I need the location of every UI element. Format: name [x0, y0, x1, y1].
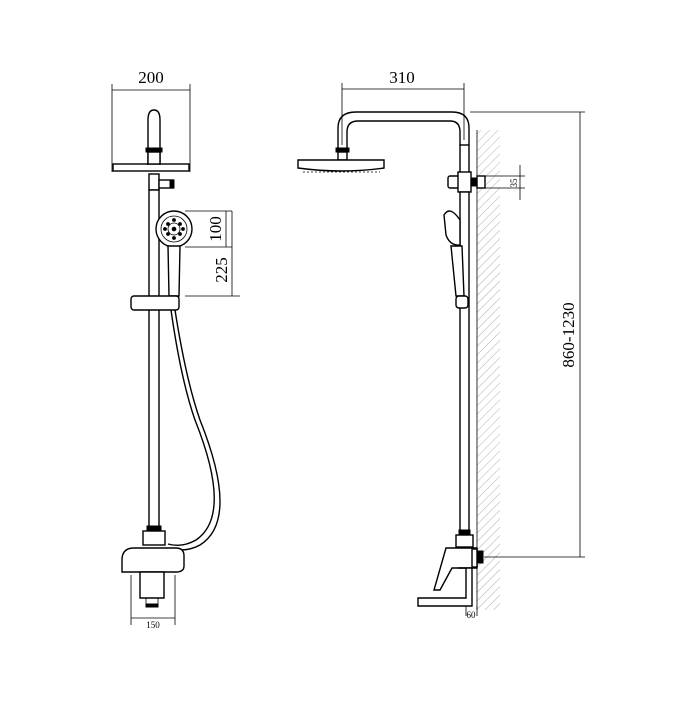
dim-label-60: 60 — [467, 610, 477, 620]
dim-label-860-1230: 860-1230 — [559, 302, 578, 367]
dim-150: 150 — [130, 575, 176, 630]
front-shower-head — [112, 163, 190, 172]
dim-225: 225 — [185, 211, 240, 297]
side-hand-shower-handle — [450, 245, 465, 297]
side-spout — [417, 567, 473, 607]
side-mixer — [433, 547, 478, 591]
side-shower-head — [297, 159, 385, 172]
front-arm — [147, 109, 161, 165]
front-view: 200 — [111, 68, 240, 630]
dim-label-200: 200 — [138, 68, 164, 87]
dim-60: 60 — [465, 606, 478, 620]
front-hose — [169, 309, 221, 551]
front-diverter — [148, 173, 160, 191]
front-slider — [130, 295, 180, 311]
dim-100: 100 — [185, 210, 232, 248]
side-arm — [337, 111, 470, 148]
wall-hatch — [477, 130, 500, 610]
side-column — [459, 191, 470, 533]
front-column — [148, 189, 160, 531]
dim-label-35: 35 — [509, 178, 519, 188]
dim-label-310: 310 — [389, 68, 415, 87]
front-mixer-body — [121, 547, 185, 573]
front-hand-shower — [155, 210, 193, 297]
dim-860-1230: 860-1230 — [470, 111, 585, 558]
side-hand-shower-head — [443, 210, 461, 246]
side-view: 310 35 — [297, 68, 585, 620]
front-connector — [146, 525, 162, 532]
side-slider — [455, 295, 469, 309]
dim-label-150: 150 — [146, 620, 160, 630]
front-spout — [139, 571, 165, 599]
dim-label-100: 100 — [206, 216, 225, 242]
dim-200: 200 — [111, 68, 191, 172]
dim-310: 310 — [341, 68, 465, 145]
dim-35: 35 — [485, 165, 525, 200]
dim-label-225: 225 — [212, 257, 231, 283]
